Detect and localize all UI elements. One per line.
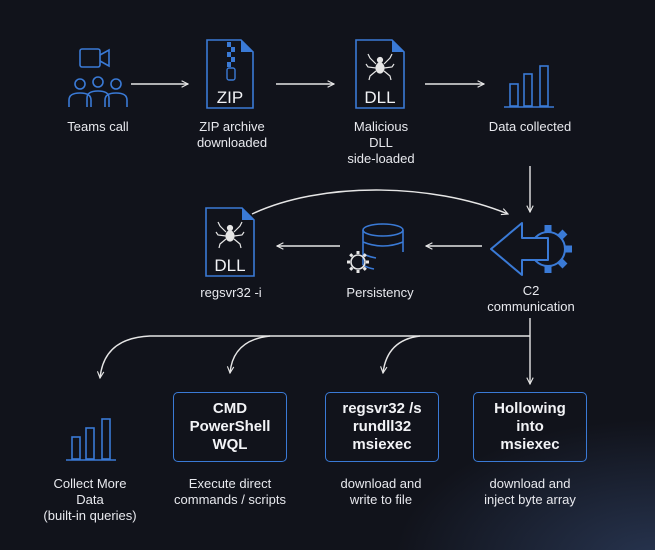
node-malicious-dll: Malicious DLL side-loaded xyxy=(347,119,415,166)
node-persistency: Persistency xyxy=(346,285,414,300)
malicious-dll-icon xyxy=(355,39,405,109)
outcome-collect-more-data: Collect More Data (built-in queries) xyxy=(43,476,137,523)
teams-call-icon xyxy=(68,48,128,107)
c2-communication-icon xyxy=(490,222,572,276)
branch-to-cmd xyxy=(230,335,271,373)
node-data-collected: Data collected xyxy=(488,119,572,134)
branch-to-regsvr xyxy=(383,335,421,373)
box-hollowing-msiexec: Hollowing into msiexec xyxy=(473,392,587,462)
regsvr-dll-icon-label: DLL xyxy=(214,256,245,275)
outcome-download-inject: download and inject byte array xyxy=(484,476,576,507)
outcome-execute-commands: Execute direct commands / scripts xyxy=(174,476,286,507)
box-hollowing-text: Hollowing into msiexec xyxy=(494,400,566,453)
collect-more-data-chart-icon xyxy=(66,418,116,461)
node-zip-archive: ZIP archive downloaded xyxy=(196,119,268,150)
zip-file-icon xyxy=(206,39,254,109)
regsvr32-dll-icon xyxy=(205,207,255,277)
outcome-download-write: download and write to file xyxy=(340,476,422,507)
box-cmd-text: CMD PowerShell WQL xyxy=(189,400,271,453)
dll-icon-label: DLL xyxy=(364,88,395,107)
zip-icon-label: ZIP xyxy=(217,88,243,107)
node-regsvr32-i: regsvr32 -i xyxy=(200,285,262,300)
arrow-regsvr-dll-to-c2 xyxy=(251,189,508,214)
box-regsvr-text: regsvr32 /s rundll32 msiexec xyxy=(342,400,422,453)
box-cmd-powershell-wql: CMD PowerShell WQL xyxy=(173,392,287,462)
persistency-database-icon xyxy=(347,223,404,273)
node-c2-communication: C2 communication xyxy=(487,283,575,314)
branch-to-collect-data xyxy=(100,335,530,378)
data-collected-chart-icon xyxy=(504,65,554,108)
node-teams-call: Teams call xyxy=(67,119,129,134)
box-regsvr-rundll-msiexec: regsvr32 /s rundll32 msiexec xyxy=(325,392,439,462)
